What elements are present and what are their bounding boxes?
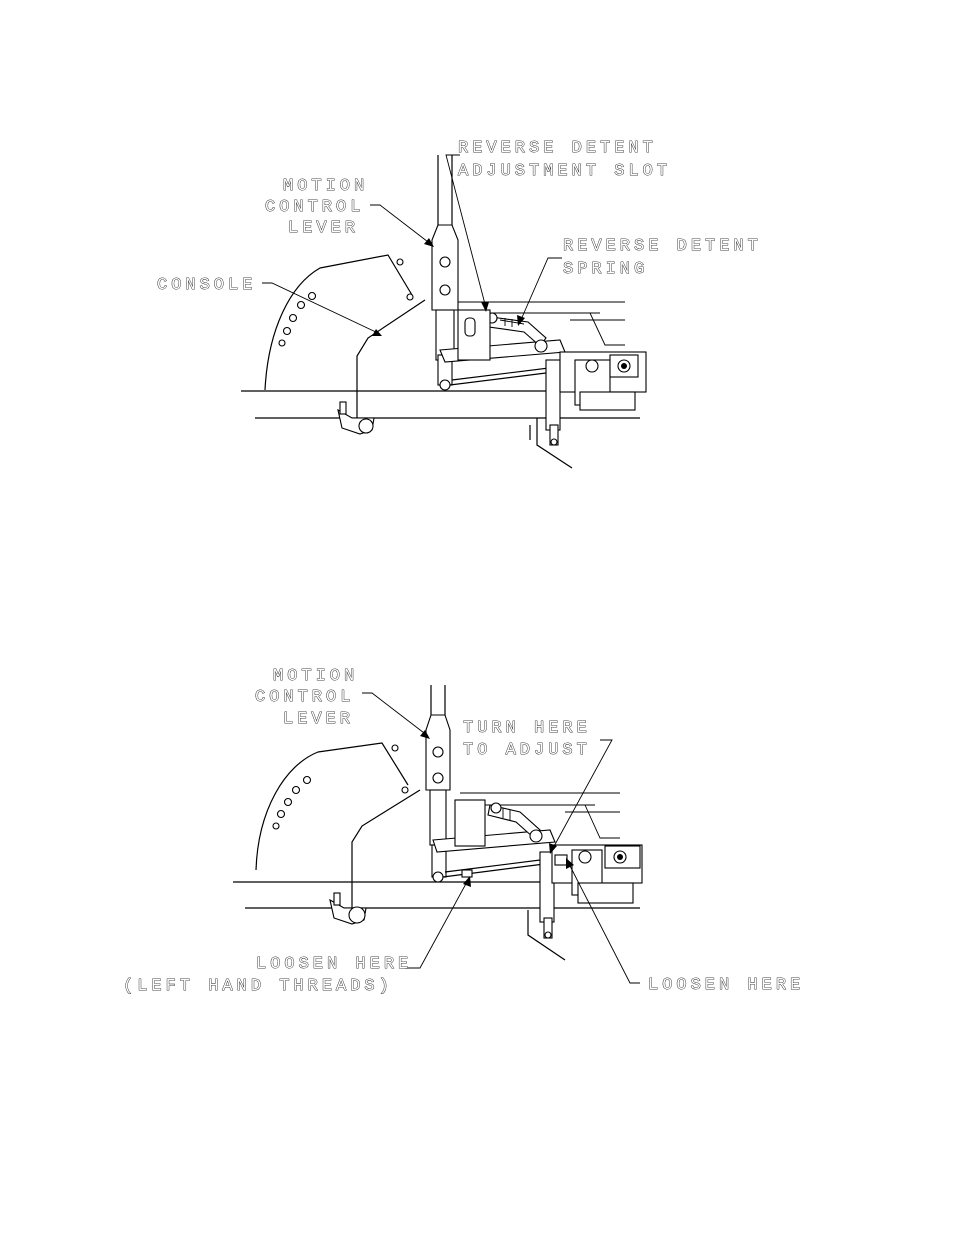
top-console-arc [265,255,412,390]
top-console-holes [279,259,413,346]
top-console-bolt [340,402,346,414]
label-turn-here-2: TO ADJUST [463,741,591,760]
bottom-jam-nut-right [555,855,567,865]
top-damper-cylinder [546,360,560,445]
bottom-figure: MOTION CONTROL LEVER TURN HERE TO ADJUST… [123,667,804,996]
label-turn-here-1: TURN HERE [463,719,591,738]
label-lever-2: LEVER [283,710,354,729]
label-motion-1: MOTION [283,177,368,196]
top-pump-assembly [560,313,646,410]
label-loosen-here-right: LOOSEN HERE [648,976,804,995]
top-figure: REVERSE DETENT ADJUSTMENT SLOT MOTION CO… [157,139,762,468]
bottom-leader-loosen-left [405,880,468,968]
label-control-2: CONTROL [255,688,354,707]
top-leader-spring [520,258,562,322]
bottom-console-arc [256,743,408,870]
label-reverse-detent-spring-1: REVERSE DETENT [563,237,762,256]
top-console-nut [359,419,373,433]
label-reverse-detent-adjustment-slot-1: REVERSE DETENT [458,139,657,158]
label-reverse-detent-adjustment-slot-2: ADJUSTMENT SLOT [458,162,671,181]
top-leader-lever [370,205,432,245]
bottom-leader-lever [362,693,428,736]
bottom-slot-block [455,800,485,846]
bottom-jam-nut-left [462,870,472,877]
label-reverse-detent-spring-2: SPRING [563,260,648,279]
label-control-1: CONTROL [265,198,364,217]
label-loosen-here-left-2: (LEFT HAND THREADS) [123,977,393,996]
top-leader-console [262,283,380,334]
bottom-console-bolt [334,893,340,905]
label-loosen-here-left-1: LOOSEN HERE [256,955,412,974]
bottom-console-rod [352,790,420,910]
label-console: CONSOLE [157,276,256,295]
top-adjustment-slot [465,318,475,336]
bottom-pump-assembly [552,805,642,903]
label-motion-2: MOTION [273,667,358,686]
top-console-rod [357,300,425,420]
bottom-console-holes [273,745,408,829]
label-lever-1: LEVER [288,219,359,238]
bottom-console-nut [349,907,365,923]
